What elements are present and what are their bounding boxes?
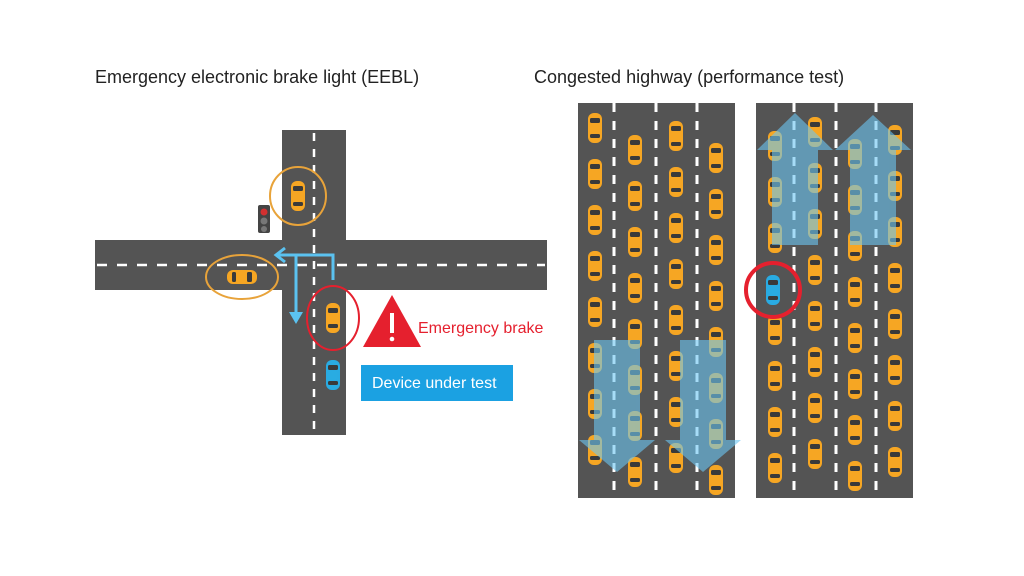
braking-vehicle-icon <box>326 303 340 333</box>
traffic-vehicle-icon <box>808 347 822 377</box>
flow-arrow-icon <box>665 340 741 472</box>
traffic-vehicle-icon <box>768 407 782 437</box>
traffic-vehicle-icon <box>848 461 862 491</box>
device-under-test-label: Device under test <box>372 375 497 392</box>
traffic-vehicle-icon <box>669 213 683 243</box>
emergency-brake-label: Emergency brake <box>418 320 543 337</box>
traffic-vehicle-icon <box>588 297 602 327</box>
turning-vehicle-highlight <box>205 254 279 300</box>
traffic-vehicle-icon <box>808 393 822 423</box>
traffic-vehicle-icon <box>848 323 862 353</box>
traffic-vehicle-icon <box>709 465 723 495</box>
turn-path-arrowhead-icon <box>289 312 303 324</box>
traffic-vehicle-icon <box>628 457 642 487</box>
traffic-vehicle-icon <box>768 361 782 391</box>
traffic-vehicle-icon <box>888 447 902 477</box>
turning-vehicle-icon <box>227 270 257 284</box>
traffic-vehicle-icon <box>628 273 642 303</box>
traffic-light-icon <box>258 205 270 233</box>
braking-vehicle-highlight <box>306 285 360 351</box>
traffic-vehicle-icon <box>848 369 862 399</box>
traffic-vehicle-icon <box>669 305 683 335</box>
flow-arrow-icon <box>757 113 833 245</box>
flow-arrow-icon <box>579 340 655 472</box>
crossing-vehicle-highlight <box>269 166 327 226</box>
highway-title: Congested highway (performance test) <box>534 67 845 87</box>
traffic-vehicle-icon <box>709 235 723 265</box>
traffic-vehicle-icon <box>848 277 862 307</box>
traffic-vehicle-icon <box>628 227 642 257</box>
eebl-title: Emergency electronic brake light (EEBL) <box>95 67 420 87</box>
traffic-vehicle-icon <box>888 355 902 385</box>
device-under-test-vehicle-icon <box>766 275 780 305</box>
traffic-vehicle-icon <box>588 251 602 281</box>
flow-arrow-icon <box>835 115 911 245</box>
traffic-vehicle-icon <box>709 189 723 219</box>
traffic-vehicle-icon <box>768 315 782 345</box>
device-under-test-vehicle-icon <box>326 360 340 390</box>
traffic-vehicle-icon <box>628 135 642 165</box>
traffic-vehicle-icon <box>848 415 862 445</box>
traffic-vehicle-icon <box>669 121 683 151</box>
device-under-test-highlight <box>744 261 802 319</box>
highway-diagram <box>578 103 913 498</box>
warning-triangle-icon <box>363 295 421 347</box>
turn-path-arrow-icon <box>273 246 335 318</box>
traffic-vehicle-icon <box>808 439 822 469</box>
traffic-vehicle-icon <box>588 205 602 235</box>
traffic-vehicle-icon <box>808 301 822 331</box>
traffic-vehicle-icon <box>669 259 683 289</box>
traffic-vehicle-icon <box>888 309 902 339</box>
traffic-vehicle-icon <box>588 113 602 143</box>
traffic-vehicle-icon <box>888 401 902 431</box>
traffic-vehicle-icon <box>709 143 723 173</box>
flow-arrows <box>579 113 911 472</box>
crossing-vehicle-icon <box>291 181 305 211</box>
traffic-vehicle-icon <box>588 159 602 189</box>
traffic-vehicle-icon <box>808 255 822 285</box>
traffic-vehicle-icon <box>669 167 683 197</box>
traffic-vehicle-icon <box>768 453 782 483</box>
traffic-vehicle-icon <box>709 281 723 311</box>
device-label-box <box>361 365 513 401</box>
eebl-diagram: Emergency brake Device under test <box>95 130 547 435</box>
traffic-vehicle-icon <box>628 181 642 211</box>
traffic-vehicle-icon <box>888 263 902 293</box>
